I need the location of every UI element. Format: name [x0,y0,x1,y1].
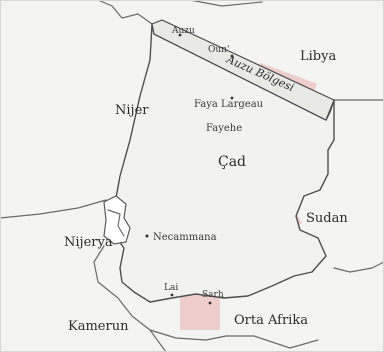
city-marker-ndjamena [145,234,149,238]
label-ndjamena: Necammana [153,232,217,243]
label-car: Orta Afrika [234,313,308,328]
city-marker-sarh [208,301,212,305]
label-lai: Lai [164,283,178,293]
city-marker-ouni [230,54,234,58]
label-niger: Nijer [115,103,149,118]
label-faya: Faya Largeau [194,99,264,110]
city-marker-faya [230,96,234,100]
label-sarh: Sarh [202,290,224,300]
label-aouzou: Auzu [171,26,195,36]
city-marker-lai [170,293,174,297]
border-nigeria-niger [0,199,107,219]
label-sudan: Sudan [306,211,348,226]
label-cameroon: Kamerun [68,319,129,334]
border-libya-east [189,0,263,7]
label-ouni: Oun' [208,45,229,55]
label-libya: Libya [300,49,336,64]
border-cameroon-car [149,329,207,341]
border-sudan-car [333,261,384,273]
label-fayehe: Fayehe [206,123,242,134]
lake-chad [103,195,131,245]
city-marker-aouzou [178,33,182,37]
border-libya-niger [97,0,153,25]
aouzou-strip [151,19,335,121]
lake-inner-line [107,209,125,237]
label-chad: Çad [218,154,246,170]
border-car-south [205,335,319,349]
label-nigeria: Nijerya [64,235,113,250]
